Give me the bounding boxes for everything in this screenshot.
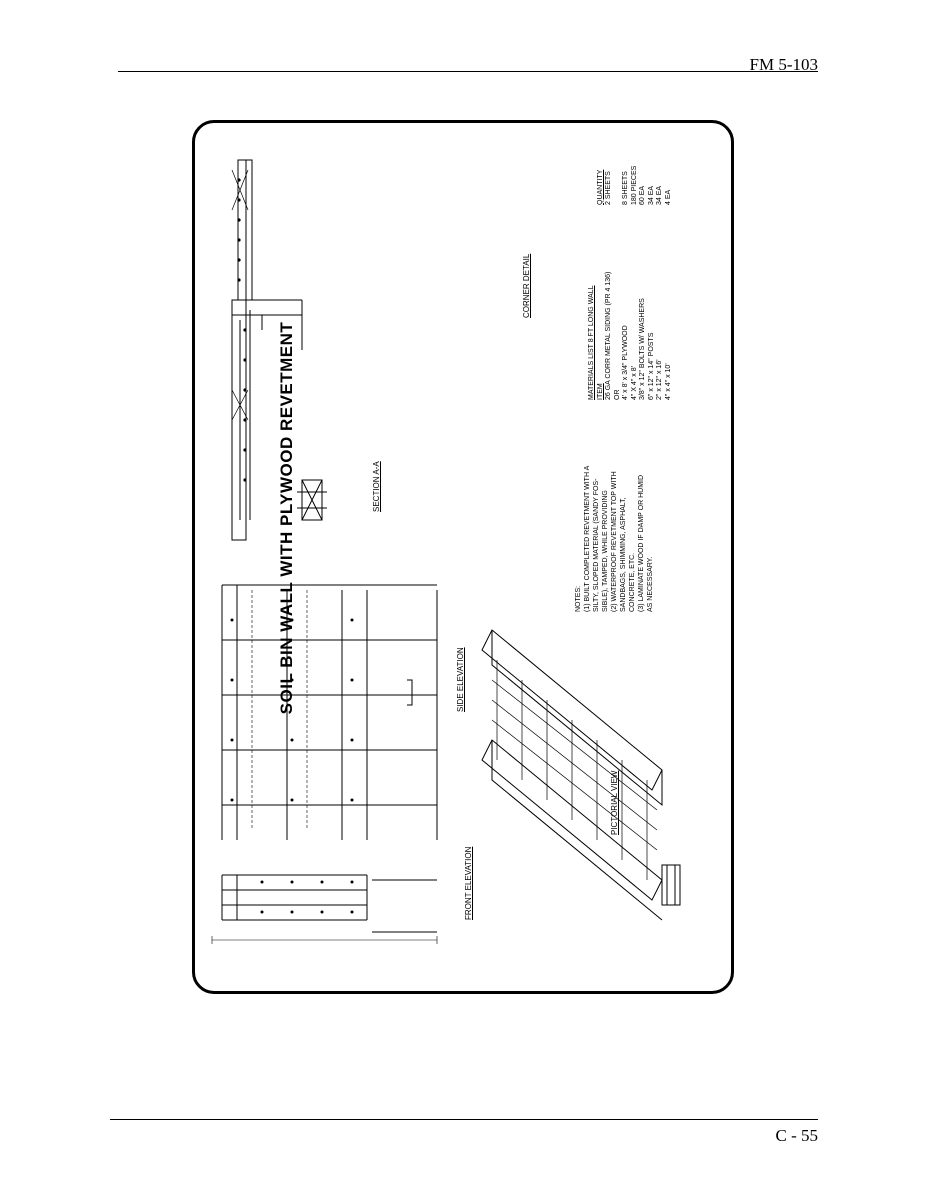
materials-heading: MATERIALS LIST 8 FT LONG WALL	[588, 285, 595, 401]
materials-row: 6" x 12" x 14" POSTS 34 EA	[648, 155, 657, 400]
note-line: (2) WATERPROOF REVETMENT TOP WITH	[611, 471, 618, 612]
material-item: 3/8" x 12" BOLTS W/ WASHERS	[639, 298, 646, 400]
materials-col-qty: QUANTITY	[596, 169, 604, 205]
figure-title: SOIL BIN WALL WITH PLYWOOD REVETMENT	[277, 321, 296, 715]
header-rule	[118, 71, 818, 72]
corner-detail-drawing	[231, 159, 303, 541]
materials-list: MATERIALS LIST 8 FT LONG WALL ITEM QUANT…	[588, 155, 673, 400]
material-item: 4' x 8' x 3/4" PLYWOOD	[622, 325, 629, 400]
material-qty	[614, 155, 623, 205]
note-line: SANDBAGS, SHIMMING, ASPHALT,	[620, 497, 627, 612]
note-line: SILTY, SLOPED MATERIAL (SANDY FOS-	[593, 478, 600, 612]
materials-row: 26 GA CORR METAL SIDING (PR 4 136) 2 SHEE…	[605, 155, 614, 400]
material-qty: 60 EA	[639, 185, 646, 205]
note-line: NOTES:	[575, 585, 582, 612]
figure-frame	[192, 120, 734, 994]
materials-row: 3/8" x 12" BOLTS W/ WASHERS 60 EA	[639, 155, 648, 400]
footer-rule	[110, 1119, 818, 1120]
front-elevation-drawing	[221, 874, 437, 933]
materials-row: 4" X 4" x 8' 180 PIECES	[631, 155, 640, 400]
material-qty: 180 PIECES	[630, 165, 638, 205]
material-item: 26 GA CORR METAL SIDING (PR 4 136)	[605, 271, 612, 400]
label-corner-detail: CORNER DETAIL	[522, 253, 531, 318]
engineering-drawing	[211, 159, 681, 944]
material-qty: 8 SHEETS	[622, 171, 629, 205]
material-qty: 34 EA	[656, 185, 663, 205]
materials-row: 4" x 4" x 10' 4 EA	[665, 155, 674, 400]
materials-row: 4' x 8' x 3/4" PLYWOOD 8 SHEETS	[622, 155, 631, 400]
section-aa-drawing	[297, 479, 327, 521]
side-elevation-drawing	[221, 584, 438, 840]
label-section-aa: SECTION A-A	[372, 461, 381, 512]
materials-header-row: ITEM QUANTITY	[597, 155, 606, 400]
note-line: CONCRETE, ETC.	[629, 552, 636, 612]
notes-block: NOTES: (1) BUILT COMPLETED REVETMENT WIT…	[574, 466, 655, 612]
note-line: (1) BUILT COMPLETED REVETMENT WITH A	[584, 465, 591, 612]
materials-col-item: ITEM	[596, 383, 604, 400]
note-line: SIBLE), TAMPED, WHILE PROVIDING	[602, 490, 609, 612]
label-pictorial-view: PICTORIAL VIEW	[610, 770, 619, 835]
material-qty: 34 EA	[647, 185, 655, 205]
material-item: 4" X 4" x 8'	[630, 366, 638, 400]
materials-row: OR	[613, 155, 623, 401]
material-item: 4" x 4" x 10'	[664, 363, 672, 400]
material-qty: 4 EA	[664, 189, 672, 205]
material-item: OR	[613, 389, 621, 401]
label-side-elevation: SIDE ELEVATION	[456, 647, 465, 712]
footer-page-number: C - 55	[775, 1126, 819, 1145]
label-front-elevation: FRONT ELEVATION	[464, 846, 473, 920]
note-line: AS NECESSARY.	[647, 556, 654, 612]
header-doc-id: FM 5-103	[749, 55, 818, 74]
note-line: (3) LAMINATE WOOD IF DAMP OR HUMID	[638, 474, 645, 612]
material-item: 6" x 12" x 14" POSTS	[647, 332, 655, 400]
materials-row: 2" x 12" x 16' 34 EA	[656, 155, 665, 400]
pictorial-view-drawing	[481, 629, 681, 921]
material-qty: 2 SHEETS	[605, 171, 612, 205]
material-item: 2" x 12" x 16'	[656, 359, 663, 400]
